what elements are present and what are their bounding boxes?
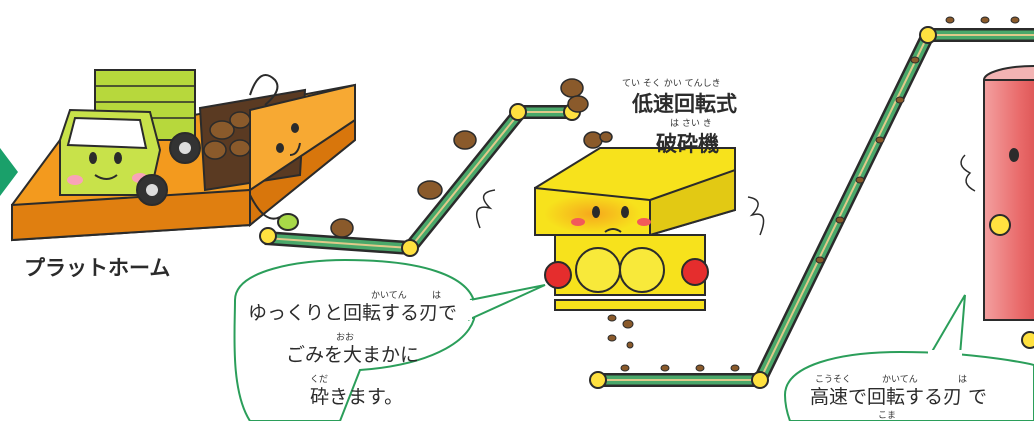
conveyor-1 [259,103,581,257]
garbage-truck [59,69,201,206]
crusher-label-ruby-1: てい そく かい てんしき [622,79,721,89]
platform-label: プラットホーム [24,256,171,280]
bubble-left-ruby-1b: は [432,291,442,301]
bubble-left-line-1: ゆっくりと回転する刃で [248,302,458,324]
crusher-label-line-2: 破砕機 [656,132,719,156]
low-speed-crusher [475,147,765,311]
conveyor-2 [589,26,1034,389]
bubble-left-ruby-3: くだ [310,375,329,385]
crusher-label-line-1: 低速回転式 [632,92,737,116]
crusher-label-ruby-2: は さい き [670,119,712,129]
bubble-right-ruby-1c: は [958,375,968,385]
bubble-left-line-3: 砕きます。 [310,386,404,408]
bubble-right-ruby-1a: こうそく [815,375,852,385]
flow-arrow-icon [0,148,18,196]
bubble-right-ruby-2: こま [878,411,897,421]
bubble-right-ruby-1b: かいてん [882,375,918,385]
bubble-right-line-1: 高速で回転する刃 で [810,386,988,408]
bubble-left-ruby-1a: かいてん [371,291,407,301]
speech-bubble-right [783,294,1034,422]
bubble-left-line-2: ごみを大まかに [286,344,420,366]
garbage-on-conveyor-1 [330,78,613,238]
crushed-debris [607,314,634,349]
speech-bubble-left [233,258,546,422]
debris-on-conveyor-2 [620,16,1020,372]
high-speed-crusher [960,65,1034,349]
garbage-pile [203,111,251,160]
bubble-left-ruby-2: おお [336,333,355,343]
